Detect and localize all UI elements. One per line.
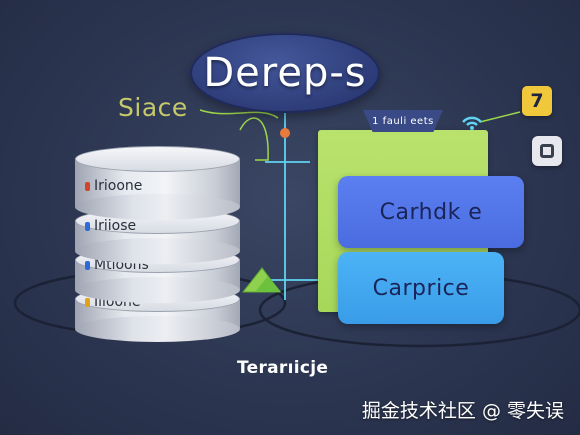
disk-4-dot xyxy=(85,297,90,307)
watermark: 掘金技术社区 @ 零失误 xyxy=(361,400,564,422)
card-2: Carprice xyxy=(338,252,504,324)
connector-badge xyxy=(479,111,521,123)
bottom-label: Terarıicje xyxy=(237,358,329,378)
card-1: Carhdk e xyxy=(338,176,524,248)
disk-2-dot xyxy=(85,221,90,231)
disk-1-label: Irioone xyxy=(94,178,143,194)
wifi-icon xyxy=(462,116,482,130)
side-label: Siace xyxy=(118,93,188,122)
diagram-title: Derep-s xyxy=(203,50,367,96)
number-badge: 7 xyxy=(522,86,552,116)
triangle-arrow-icon xyxy=(241,267,281,293)
connector-green-curve xyxy=(239,117,269,161)
disk-1-dot xyxy=(85,181,90,191)
card-1-label: Carhdk e xyxy=(379,199,483,225)
node-orange xyxy=(280,128,290,138)
panel-tab: 1 fauli eets xyxy=(363,110,443,132)
disk-2-label: Iriiose xyxy=(94,218,137,234)
square-icon xyxy=(532,136,562,166)
title-bubble: Derep-s xyxy=(190,33,380,113)
number-badge-value: 7 xyxy=(530,90,544,112)
connector-title-to-label xyxy=(199,109,279,119)
panel-tab-label: 1 fauli eets xyxy=(372,115,434,127)
disk-3-dot xyxy=(85,260,90,270)
card-2-label: Carprice xyxy=(372,275,470,301)
